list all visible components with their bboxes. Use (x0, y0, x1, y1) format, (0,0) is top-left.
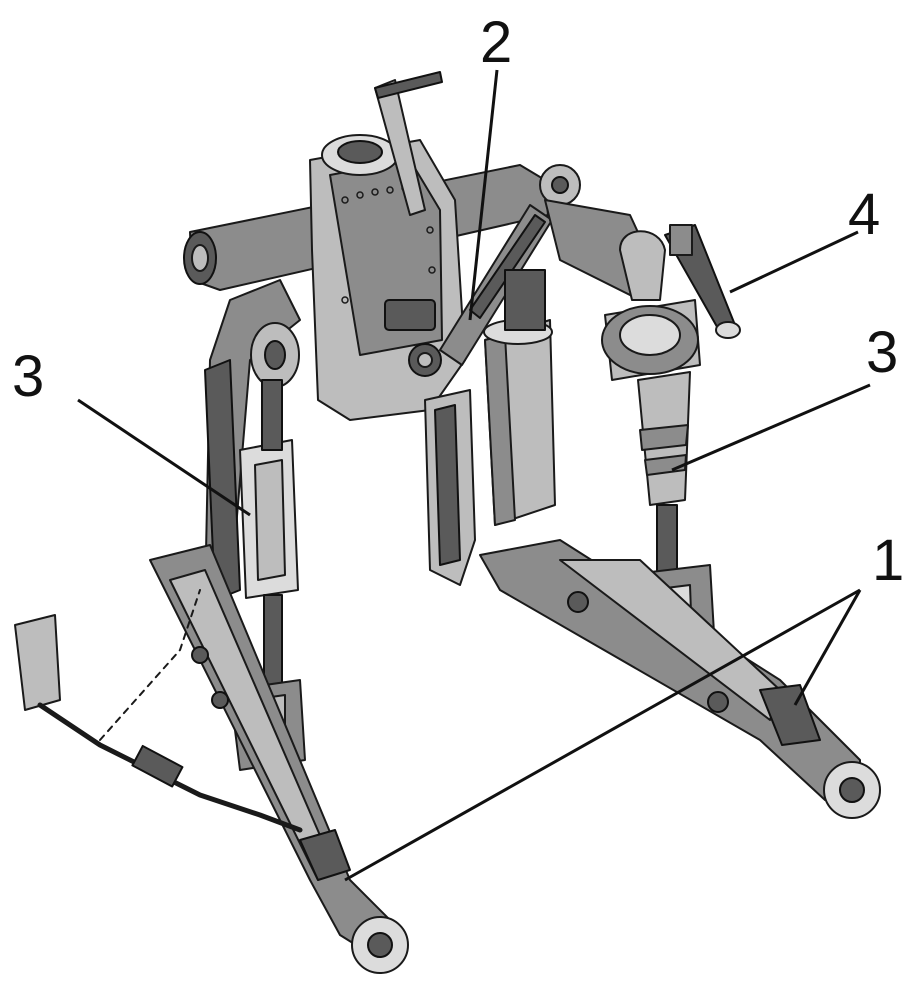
callout-2: 2 (480, 10, 512, 75)
leader-1-right (793, 589, 862, 706)
callout-3-left: 3 (12, 344, 44, 409)
control-lever (374, 71, 443, 216)
top-lever (619, 224, 741, 339)
leader-3-right (671, 383, 871, 472)
hydraulic-housing (309, 134, 466, 421)
callout-4: 4 (848, 182, 880, 247)
callout-1: 1 (872, 528, 904, 593)
left-lower-link (149, 544, 409, 974)
leader-lines (77, 69, 871, 882)
leader-2 (468, 69, 499, 321)
hydraulic-cylinder (483, 269, 556, 526)
leader-1-left (344, 588, 861, 882)
callout-3-right: 3 (866, 320, 898, 385)
stabilizer-chain (14, 589, 303, 833)
left-lift-arm (204, 279, 301, 601)
right-lift-arm (424, 199, 661, 586)
leader-4 (729, 230, 859, 294)
leader-3-left (77, 398, 251, 517)
right-lower-link (479, 539, 881, 819)
